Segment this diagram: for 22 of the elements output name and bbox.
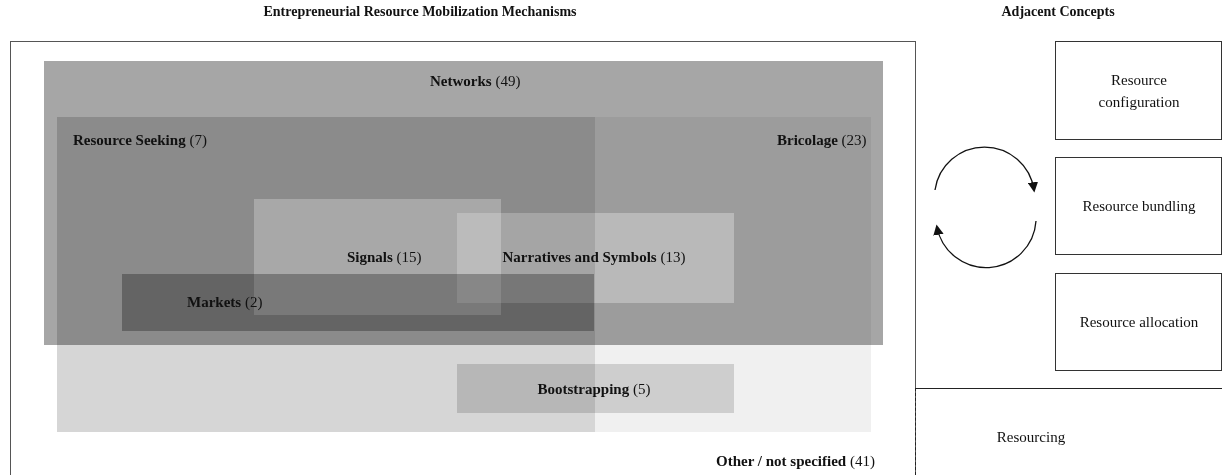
category-label: Resource allocation xyxy=(1078,313,1200,332)
section-heading: Adjacent Concepts xyxy=(1001,4,1115,20)
category-label: Markets (2) xyxy=(187,293,263,311)
category-area xyxy=(457,364,734,413)
category-label: Resource Seeking (7) xyxy=(73,131,207,149)
concept-box xyxy=(1055,157,1222,255)
category-label: Networks (49) xyxy=(430,72,521,90)
category-area xyxy=(44,61,883,345)
category-label: Bootstrapping (5) xyxy=(537,380,651,398)
region-box xyxy=(915,388,1222,475)
category-label: Resourcing xyxy=(995,428,1067,447)
category-label: Resource bundling xyxy=(1081,197,1197,216)
category-area xyxy=(122,274,594,331)
concept-box xyxy=(1055,41,1222,140)
category-label: Bricolage (23) xyxy=(777,131,867,149)
concept-box xyxy=(1055,273,1222,371)
section-heading: Entrepreneurial Resource Mobilization Mechanisms xyxy=(263,4,577,20)
region-box xyxy=(10,41,916,475)
category-label: Other / not specified (41) xyxy=(716,452,875,470)
category-label: Signals (15) xyxy=(347,248,422,266)
category-label: Resource configuration xyxy=(1097,70,1181,112)
category-label: Narratives and Symbols (13) xyxy=(502,248,686,266)
